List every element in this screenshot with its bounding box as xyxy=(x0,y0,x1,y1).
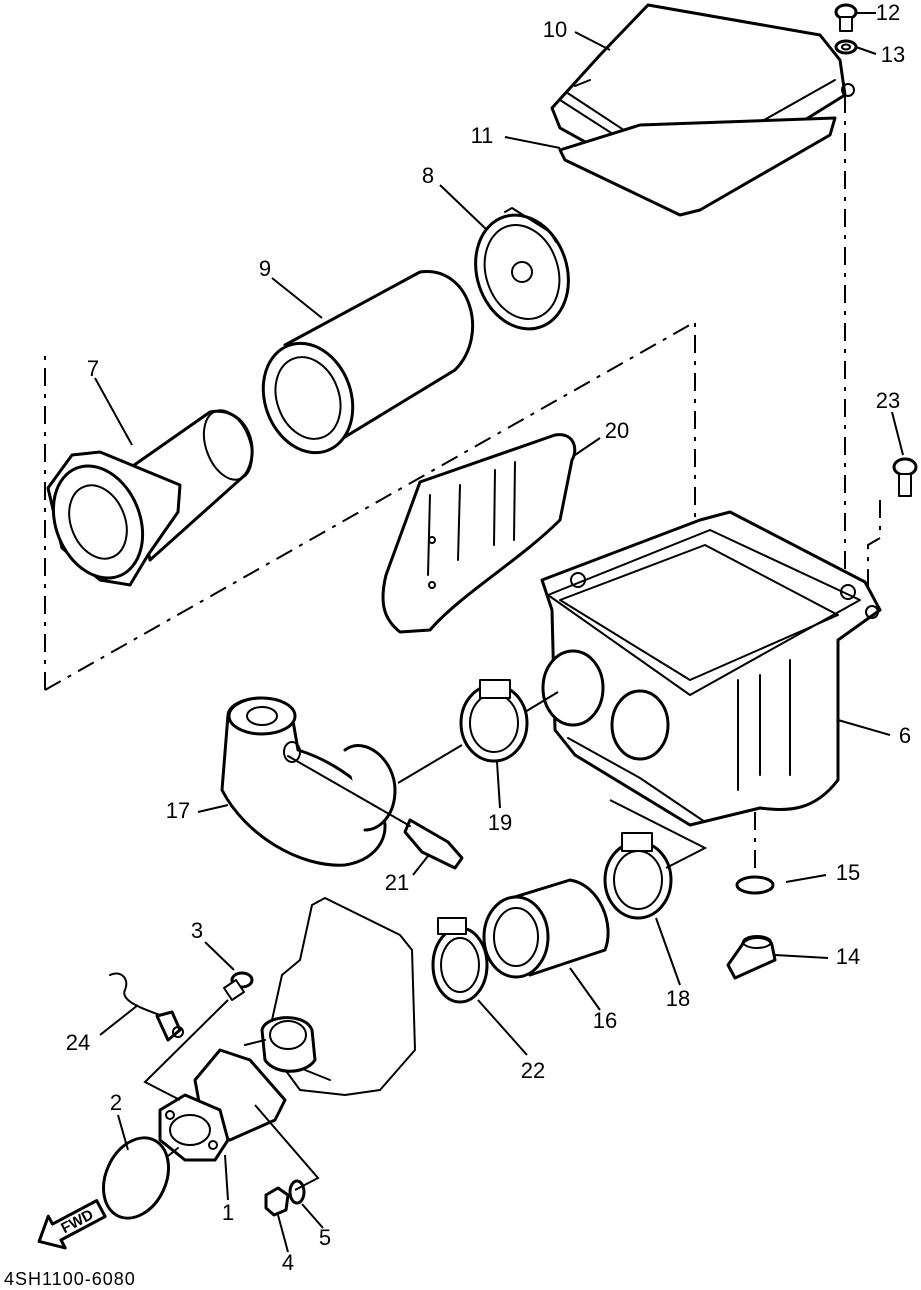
forward-direction-arrow: FWD xyxy=(37,1199,107,1250)
callout-2: 2 xyxy=(110,1090,122,1115)
element-cap-part xyxy=(474,207,570,331)
callout-23: 23 xyxy=(876,388,900,413)
callout-7: 7 xyxy=(87,356,99,381)
callout-numbers: 10 11 12 13 8 9 7 23 20 6 17 19 21 15 14… xyxy=(66,0,911,1275)
element-holder-part xyxy=(46,409,254,587)
callout-11: 11 xyxy=(471,123,494,148)
callout-15: 15 xyxy=(836,860,860,885)
air-filter-element-part xyxy=(261,270,475,455)
cover-washer-part xyxy=(834,39,858,55)
callout-8: 8 xyxy=(422,163,434,188)
drain-cap-part xyxy=(726,935,777,980)
duct-clamp-part xyxy=(397,679,559,784)
callout-5: 5 xyxy=(319,1225,331,1250)
callout-24: 24 xyxy=(66,1030,90,1055)
callout-22: 22 xyxy=(521,1058,545,1083)
joint-clamp-part xyxy=(603,799,708,920)
callout-16: 16 xyxy=(593,1008,617,1033)
document-code: 4SH1100-6080 xyxy=(4,1269,136,1289)
joint-nut-part xyxy=(264,1186,290,1217)
callout-1: 1 xyxy=(222,1200,234,1225)
callout-19: 19 xyxy=(488,810,512,835)
cover-screw-part xyxy=(834,3,858,32)
callout-leaders xyxy=(94,12,904,1253)
callout-17: 17 xyxy=(166,798,190,823)
drain-o-ring-part xyxy=(735,875,775,895)
callout-4: 4 xyxy=(282,1250,294,1275)
joint-o-ring-part xyxy=(102,1136,170,1220)
cover-gasket-part xyxy=(558,116,837,217)
carburetor-outline xyxy=(244,897,416,1096)
callout-20: 20 xyxy=(605,418,629,443)
callout-9: 9 xyxy=(259,256,271,281)
callout-21: 21 xyxy=(385,870,409,895)
fastener-leader xyxy=(254,1104,320,1191)
case-bolt-part xyxy=(892,457,918,497)
air-cleaner-joint-part xyxy=(482,878,610,979)
callout-12: 12 xyxy=(876,0,900,25)
drain-plug-part xyxy=(287,755,464,870)
air-box-plate-part xyxy=(381,433,577,634)
carburetor-joint-part xyxy=(147,1048,287,1173)
carburetor-clamp-part xyxy=(431,917,489,1004)
air-cleaner-case-part xyxy=(540,510,882,827)
holder-screw-part xyxy=(143,971,254,1101)
callout-14: 14 xyxy=(836,944,860,969)
intake-duct-part xyxy=(220,696,397,867)
callout-6: 6 xyxy=(899,723,911,748)
callout-10: 10 xyxy=(543,17,567,42)
cable-holder-part xyxy=(109,972,184,1042)
callout-13: 13 xyxy=(881,42,905,67)
callout-18: 18 xyxy=(666,986,690,1011)
callout-3: 3 xyxy=(191,918,203,943)
joint-washer-part xyxy=(288,1179,306,1205)
